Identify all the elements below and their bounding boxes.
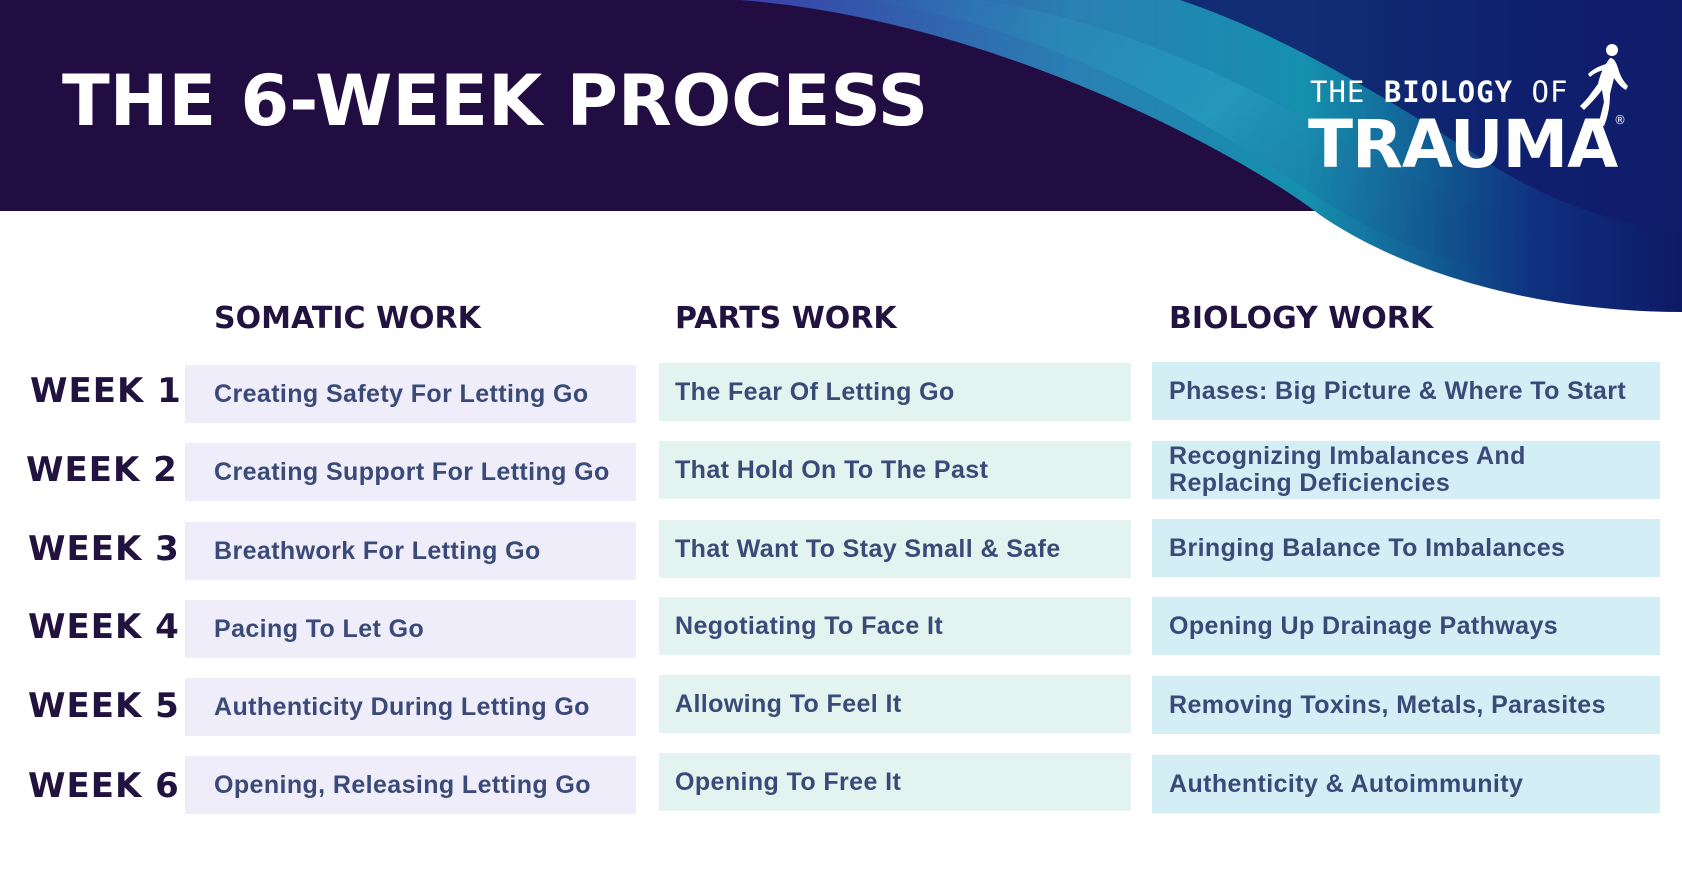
biology-cell: Opening Up Drainage Pathways: [1152, 597, 1660, 655]
biology-cell: Authenticity & Autoimmunity: [1152, 755, 1660, 813]
logo-text-trauma: TRAUMA: [1308, 106, 1618, 183]
column-header-biology: BIOLOGY WORK: [1169, 301, 1434, 336]
biology-cell: Recognizing Imbalances And Replacing Def…: [1152, 441, 1660, 499]
somatic-cell: Breathwork For Letting Go: [185, 522, 636, 580]
running-figure-icon: [1580, 44, 1628, 126]
parts-cell: Allowing To Feel It: [659, 675, 1131, 733]
parts-cell: That Hold On To The Past: [659, 441, 1131, 499]
parts-cell: That Want To Stay Small & Safe: [659, 520, 1131, 578]
week-label: WEEK 1: [30, 371, 182, 411]
biology-cell: Phases: Big Picture & Where To Start: [1152, 362, 1660, 420]
week-label: WEEK 4: [28, 607, 180, 647]
somatic-cell: Creating Support For Letting Go: [185, 443, 636, 501]
column-header-parts: PARTS WORK: [675, 301, 897, 336]
page-title: THE 6-WEEK PROCESS: [62, 60, 929, 142]
registered-mark: ®: [1614, 113, 1626, 127]
biology-cell: Bringing Balance To Imbalances: [1152, 519, 1660, 577]
column-header-somatic: SOMATIC WORK: [214, 301, 481, 336]
somatic-cell: Authenticity During Letting Go: [185, 678, 636, 736]
week-label: WEEK 6: [28, 766, 180, 806]
parts-cell: Negotiating To Face It: [659, 597, 1131, 655]
somatic-cell: Opening, Releasing Letting Go: [185, 756, 636, 814]
biology-cell: Removing Toxins, Metals, Parasites: [1152, 676, 1660, 734]
week-label: WEEK 2: [26, 450, 178, 490]
header-banner: [0, 0, 1682, 312]
somatic-cell: Pacing To Let Go: [185, 600, 636, 658]
week-label: WEEK 5: [28, 686, 180, 726]
parts-cell: The Fear Of Letting Go: [659, 363, 1131, 421]
logo-text-line1: THE BIOLOGY OF: [1310, 75, 1569, 109]
week-label: WEEK 3: [28, 529, 180, 569]
parts-cell: Opening To Free It: [659, 753, 1131, 811]
somatic-cell: Creating Safety For Letting Go: [185, 365, 636, 423]
